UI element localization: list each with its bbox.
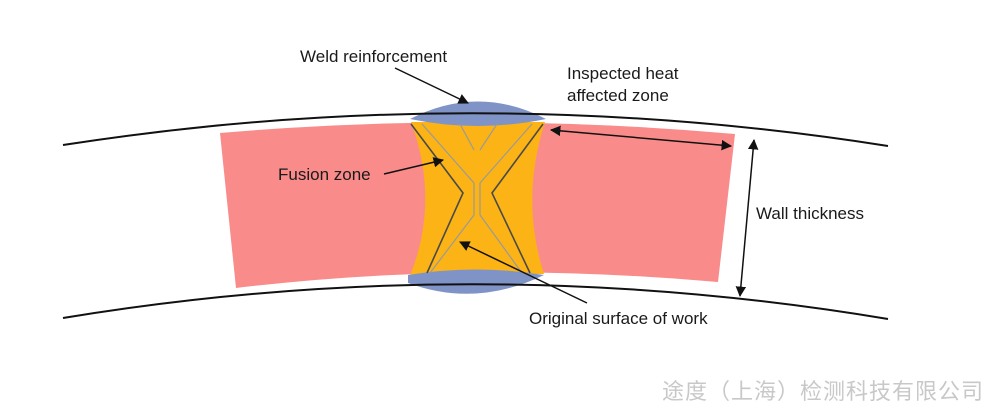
label-wall-thickness: Wall thickness [756, 204, 864, 223]
fusion-zone [410, 122, 545, 276]
label-original-surface: Original surface of work [529, 309, 708, 328]
grain-lines [421, 123, 533, 274]
watermark: 途度（上海）检测科技有限公司 [662, 380, 984, 405]
inspected-haz-arrow [549, 125, 733, 151]
outer-surface-line [62, 112, 889, 147]
label-weld-reinforcement: Weld reinforcement [300, 47, 447, 66]
label-fusion-zone: Fusion zone [278, 165, 371, 184]
wall-thickness-arrow [735, 138, 759, 298]
bevel-line-left [410, 123, 464, 274]
label-inspected-haz-2: affected zone [567, 86, 669, 105]
original-surface-arrow [459, 241, 588, 304]
inner-surface-line [62, 283, 889, 320]
label-inspected-haz-1: Inspected heat [567, 64, 679, 83]
weld-reinforcement-bottom [408, 269, 544, 294]
fusion-zone-arrow [383, 157, 445, 175]
weld-reinforcement-arrow [394, 67, 469, 104]
bevel-line-right [491, 123, 544, 274]
